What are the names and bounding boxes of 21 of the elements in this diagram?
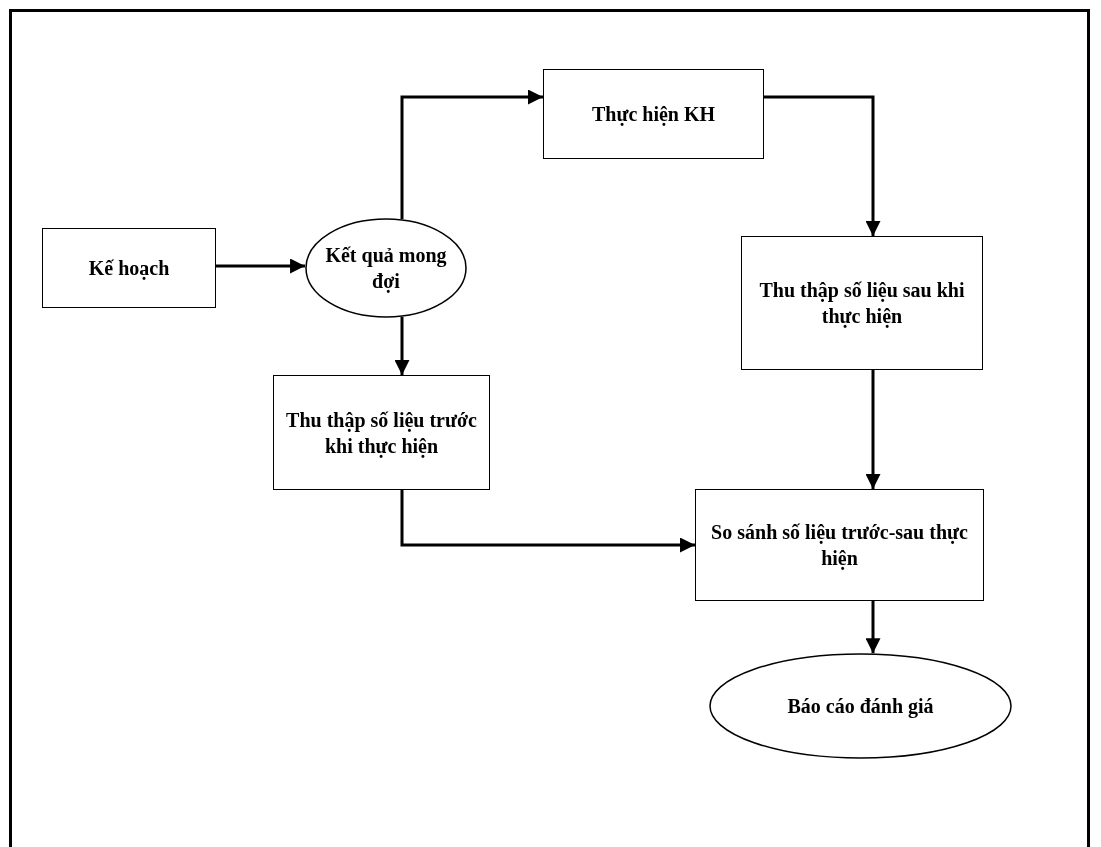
- arrow: [394, 317, 410, 375]
- node-label: Thu thập số liệu trước khi thực hiện: [285, 407, 478, 459]
- process-box: [42, 228, 216, 308]
- node-label: Kế hoạch: [87, 256, 171, 281]
- node-label: Thực hiện KH: [590, 102, 717, 127]
- node-label: Kết quả mong đợi: [324, 243, 448, 294]
- arrow: [400, 89, 543, 219]
- terminal-ellipse: [305, 218, 467, 318]
- node-label: Thu thập số liệu sau khi thực hiện: [758, 278, 966, 329]
- process-box: [543, 69, 764, 159]
- arrow: [764, 95, 881, 236]
- node-label: Báo cáo đánh giá: [786, 694, 935, 719]
- arrow: [865, 601, 881, 654]
- arrow: [865, 370, 881, 489]
- process-box: [695, 489, 984, 601]
- process-box: [273, 375, 490, 490]
- process-box: [741, 236, 983, 370]
- arrow: [400, 490, 695, 553]
- terminal-ellipse: [709, 653, 1012, 759]
- node-label: So sánh số liệu trước-sau thực hiện: [710, 520, 969, 571]
- arrow: [216, 258, 306, 274]
